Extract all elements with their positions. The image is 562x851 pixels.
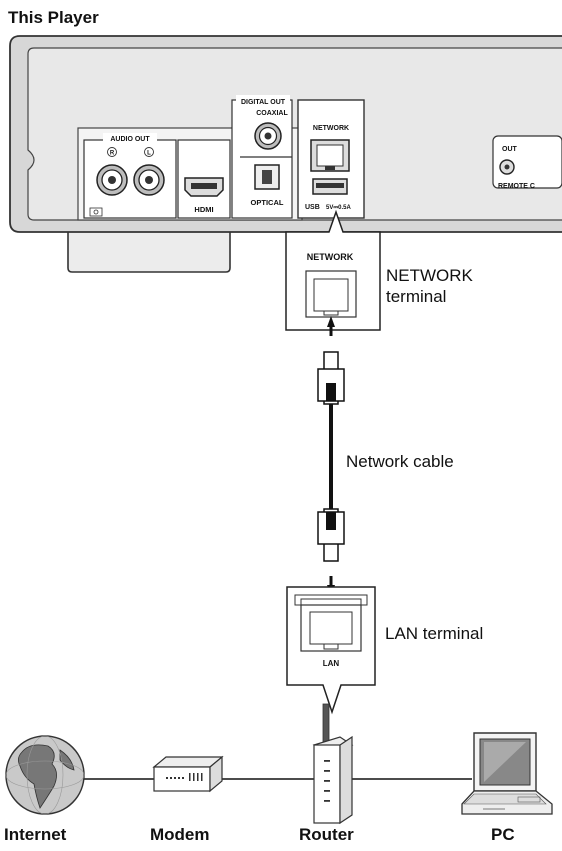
player-rear-panel: AUDIO OUT R L HDMI DIGITAL OUT COAXIAL — [9, 35, 562, 273]
modem-icon — [152, 755, 224, 793]
lan-terminal-plate-label: LAN — [323, 659, 340, 668]
network-terminal-callout: NETWORK — [285, 209, 381, 331]
remote-control-label: REMOTE C — [498, 183, 535, 190]
usb-port — [312, 178, 348, 195]
arrow-up-icon — [327, 316, 335, 327]
audio-r-label: R — [110, 151, 115, 157]
digital-out-label: DIGITAL OUT — [241, 99, 286, 106]
player-foot — [67, 232, 231, 273]
network-port — [310, 139, 350, 172]
network-cable — [317, 316, 345, 596]
network-port-label: NETWORK — [313, 125, 349, 132]
digital-out-section — [231, 99, 293, 219]
network-terminal-callout-line1: NETWORK — [386, 266, 473, 285]
pc-icon — [461, 732, 553, 815]
device-label-internet: Internet — [4, 825, 67, 844]
remote-out-label: OUT — [502, 146, 518, 153]
coaxial-label: COAXIAL — [256, 110, 288, 117]
router-icon — [312, 703, 354, 825]
network-terminal-plate-label: NETWORK — [307, 252, 354, 262]
ground-marker — [89, 207, 103, 217]
audio-l-label: L — [147, 151, 151, 157]
optical-label: OPTICAL — [251, 198, 284, 207]
audio-l-jack — [133, 164, 165, 196]
plug-icon — [317, 351, 345, 405]
plug-icon — [317, 508, 345, 562]
coaxial-jack — [254, 122, 282, 150]
usb-rating-label: 5V⎓0.5A — [326, 205, 351, 211]
audio-r-jack — [96, 164, 128, 196]
lan-terminal-callout: LAN — [286, 586, 376, 715]
diagram-title: This Player — [8, 8, 99, 27]
audio-r-marker — [107, 147, 117, 157]
network-terminal-callout-label: NETWORK terminal — [386, 265, 473, 307]
lan-terminal-callout-label: LAN terminal — [385, 624, 484, 643]
usb-label: USB — [305, 204, 320, 211]
audio-l-marker — [144, 147, 154, 157]
device-label-modem: Modem — [150, 825, 210, 844]
remote-section — [492, 135, 562, 189]
globe-icon — [5, 735, 85, 815]
optical-port — [254, 164, 280, 190]
network-cable-label: Network cable — [346, 452, 454, 471]
hdmi-label: HDMI — [194, 205, 213, 214]
device-label-router: Router — [299, 825, 354, 844]
network-terminal-callout-line2: terminal — [386, 287, 447, 306]
audio-out-label: AUDIO OUT — [110, 136, 150, 143]
device-label-pc: PC — [491, 825, 515, 844]
